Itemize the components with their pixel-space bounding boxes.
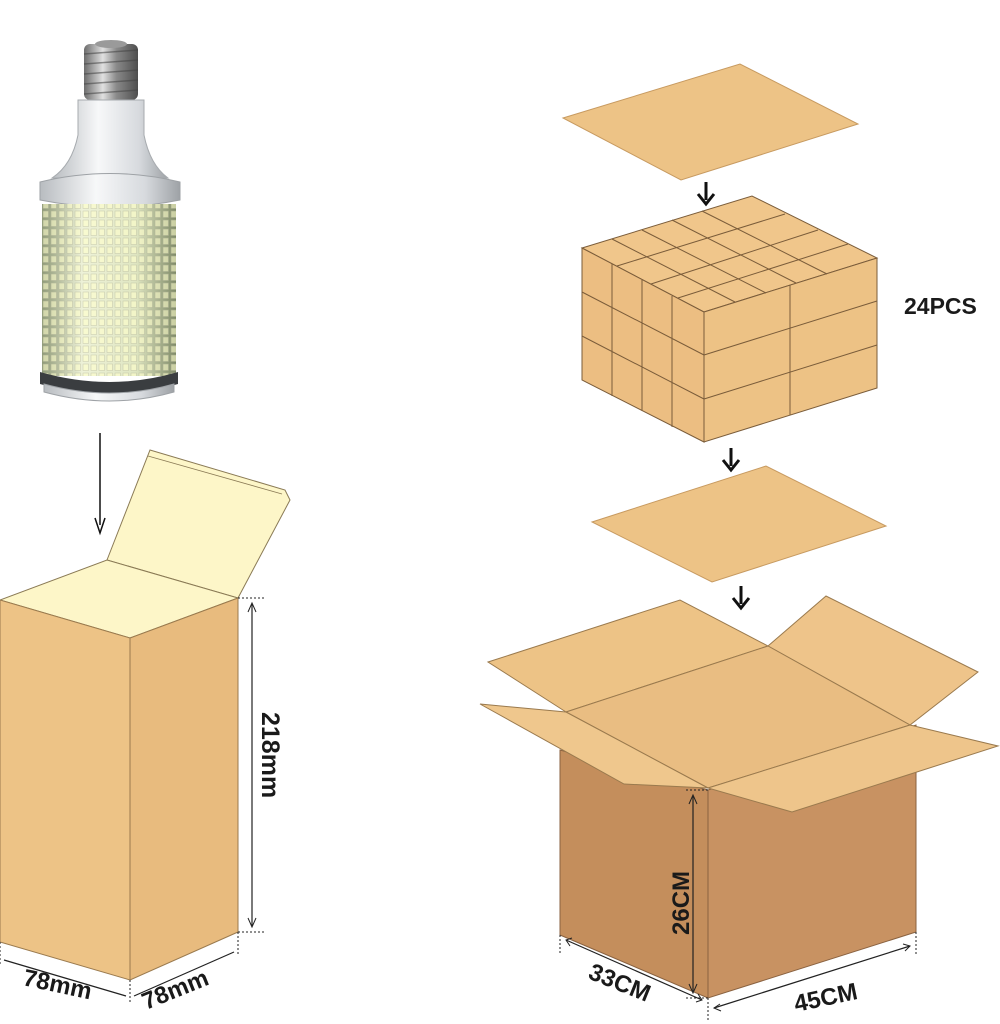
shipping-carton: 26CM 33CM 45CM	[479, 595, 1000, 1020]
carton-width-dimension	[712, 932, 917, 1012]
box-front-face	[0, 599, 131, 981]
box-height-dimension	[238, 597, 264, 933]
led-corn-bulb	[39, 40, 181, 402]
top-cardboard-sheet	[561, 63, 860, 181]
bulb-neck	[50, 99, 170, 179]
carton-width-label: 45CM	[792, 978, 860, 1018]
box-width-right-dimension	[133, 932, 239, 997]
down-arrow-icon	[731, 586, 751, 611]
box-side-face	[129, 597, 239, 981]
box-height-label: 218mm	[256, 712, 284, 798]
down-arrow-icon	[721, 448, 741, 473]
carton-depth-dimension	[559, 935, 709, 1020]
box-width-left-dimension	[0, 942, 131, 1004]
box-width-left-label: 78mm	[21, 964, 94, 1005]
down-arrow-icon	[696, 182, 716, 207]
stack-count-label: 24PCS	[904, 293, 977, 319]
carton-height-label: 26CM	[668, 871, 695, 935]
down-arrow-icon	[94, 433, 106, 536]
stacked-boxes	[580, 195, 879, 443]
bottom-cardboard-sheet	[590, 465, 888, 583]
product-box: 218mm 78mm 78mm	[0, 449, 291, 1016]
box-width-right-label: 78mm	[138, 965, 212, 1016]
